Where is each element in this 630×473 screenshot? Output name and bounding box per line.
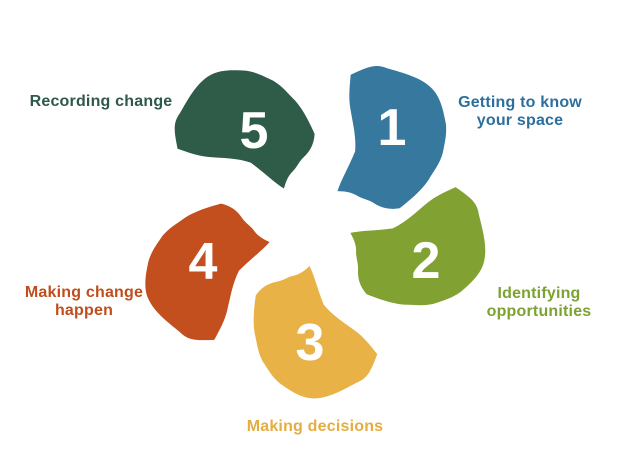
petal-label-5: Recording change [29, 93, 173, 110]
petal-shape-3 [253, 265, 378, 399]
petal-number-1: 1 [377, 99, 407, 157]
petal-label-2: Identifying opportunities [486, 285, 592, 320]
petal-shape-5 [174, 70, 315, 189]
petal-shape-1 [337, 66, 447, 209]
petal-number-3: 3 [295, 314, 325, 372]
petal-shape-4 [145, 203, 270, 341]
petal-label-1: Getting to know your space [458, 94, 582, 129]
petal-number-4: 4 [188, 233, 218, 291]
petal-label-3: Making decisions [246, 418, 384, 435]
petal-shape-2 [350, 187, 486, 306]
petal-label-4: Making change happen [24, 284, 144, 319]
petal-number-2: 2 [411, 232, 441, 290]
petal-number-5: 5 [239, 102, 269, 160]
